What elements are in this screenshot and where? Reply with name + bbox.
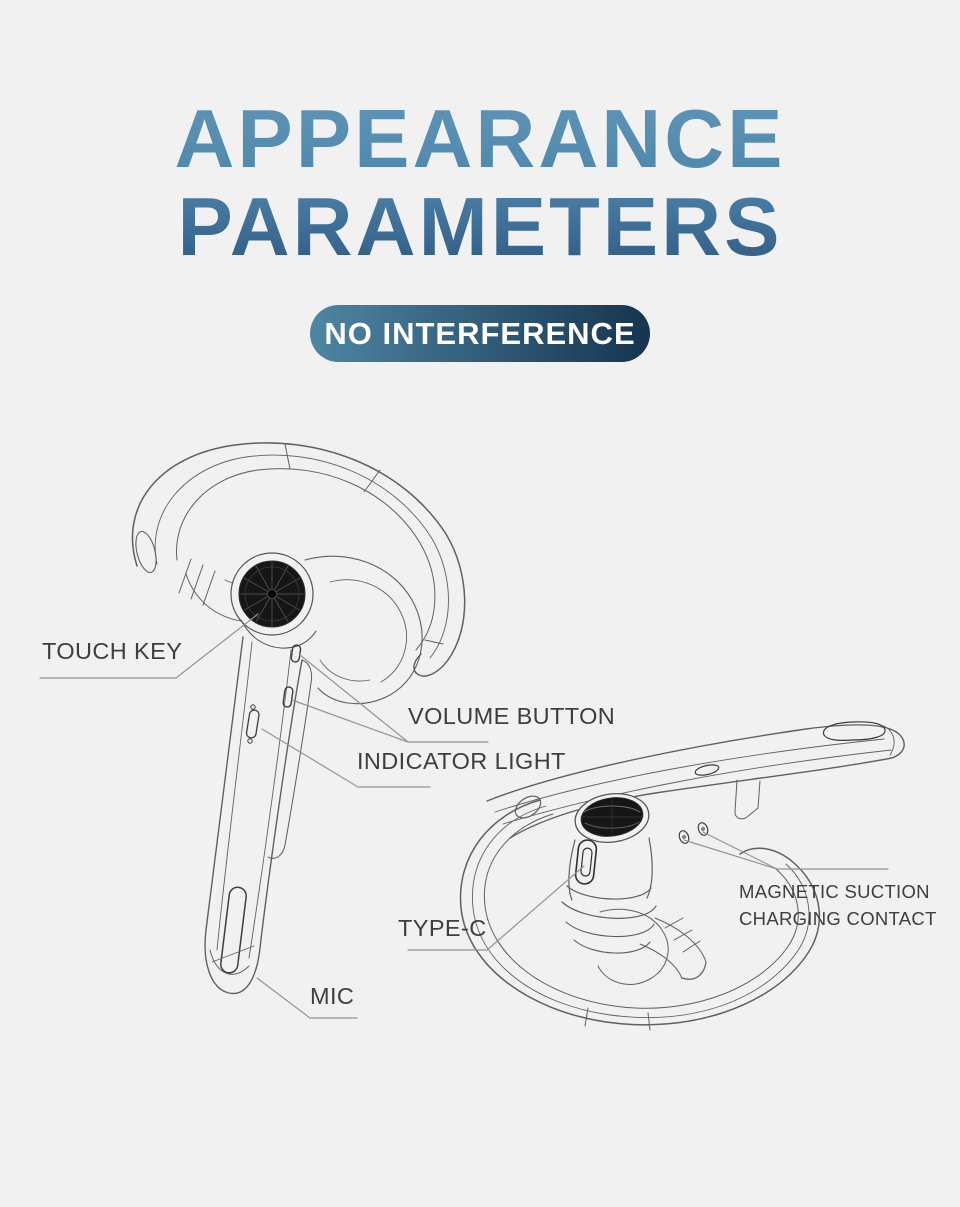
left-earpiece-drawing xyxy=(131,442,466,995)
callout-type-c: TYPE-C xyxy=(398,915,487,941)
callout-leader-lines xyxy=(39,613,889,1019)
right-boom-arm xyxy=(486,721,905,839)
volume-buttons xyxy=(282,644,302,708)
callout-magnetic-line2: CHARGING CONTACT xyxy=(739,908,937,929)
type-c-port xyxy=(574,839,598,885)
callout-mic: MIC xyxy=(310,983,355,1009)
left-ear-hook xyxy=(131,442,466,677)
left-stem xyxy=(204,636,313,995)
mic-slot xyxy=(220,886,247,974)
leader-volume-button xyxy=(291,654,489,743)
left-ear-cushion xyxy=(304,555,423,705)
right-ear-hook xyxy=(459,795,820,1031)
page-title-line2: PARAMETERS xyxy=(0,185,960,268)
callout-magnetic-suction: MAGNETIC SUCTION CHARGING CONTACT xyxy=(739,878,937,932)
leader-touch-key xyxy=(39,613,259,679)
no-interference-badge: NO INTERFERENCE xyxy=(310,305,650,362)
magnetic-contacts xyxy=(678,822,709,844)
leader-magnetic xyxy=(683,831,889,870)
right-body xyxy=(561,793,657,954)
indicator-light-part xyxy=(245,704,260,744)
leader-indicator-light xyxy=(261,728,431,788)
callout-magnetic-line1: MAGNETIC SUCTION xyxy=(739,881,930,902)
callout-volume-button: VOLUME BUTTON xyxy=(408,703,616,729)
right-earbud xyxy=(597,908,707,985)
leader-type-c xyxy=(407,865,585,951)
callout-indicator-light: INDICATOR LIGHT xyxy=(357,748,566,774)
leader-mic xyxy=(256,977,358,1019)
page-title-line1: APPEARANCE xyxy=(0,97,960,180)
right-earpiece-drawing xyxy=(459,721,905,1031)
touch-key-disc xyxy=(230,552,317,649)
callout-touch-key: TOUCH KEY xyxy=(42,638,183,664)
